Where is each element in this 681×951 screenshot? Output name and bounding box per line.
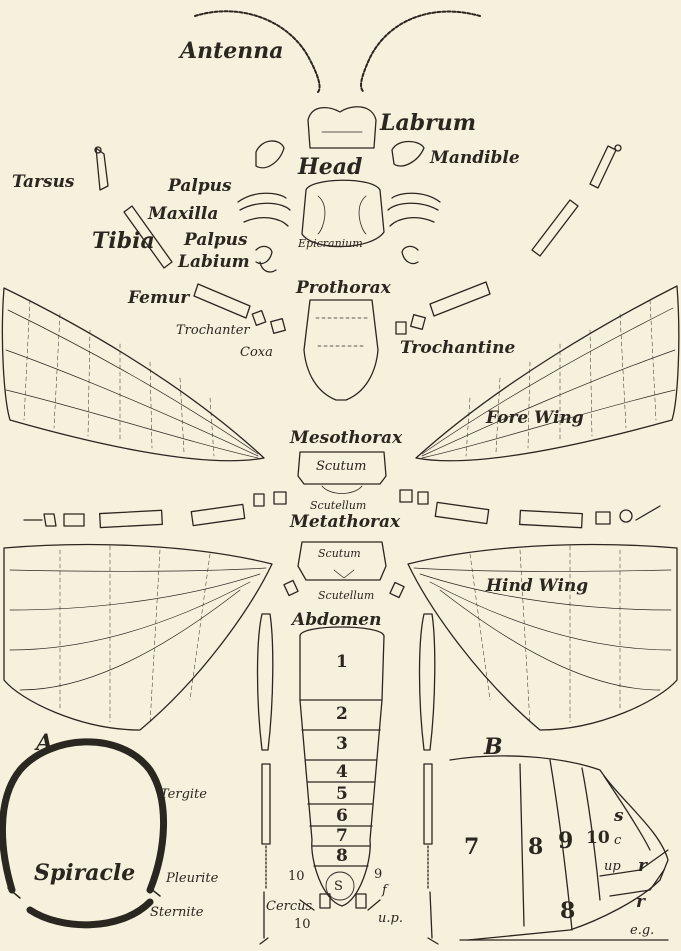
label-prothorax: Prothorax xyxy=(296,280,391,297)
label-up: u.p. xyxy=(378,912,403,925)
label-mesothorax: Mesothorax xyxy=(290,430,402,447)
fig-b-up: up xyxy=(604,860,621,873)
right-foreleg xyxy=(532,145,621,256)
label-maxilla: Maxilla xyxy=(148,206,218,223)
abdomen-segment-2: 2 xyxy=(336,706,348,723)
label-tergite: Tergite xyxy=(160,788,207,801)
label-spiracle: Spiracle xyxy=(34,862,135,884)
fig-b-seg9: 9 xyxy=(558,830,573,852)
label-scutellum-1: Scutellum xyxy=(310,500,366,511)
fig-b-r1: r xyxy=(638,858,647,875)
left-fore-wing xyxy=(2,288,264,461)
right-cercus xyxy=(356,894,366,908)
left-mandible-shape xyxy=(256,141,284,168)
label-labrum: Labrum xyxy=(380,112,476,134)
left-hind-wing xyxy=(4,545,272,730)
labrum-shape xyxy=(308,107,376,148)
abdomen-segment-9: 9 xyxy=(374,868,382,881)
fig-b-seg8: 8 xyxy=(528,836,543,858)
label-seg-s: S xyxy=(334,880,343,893)
abdomen-segment-10-bottom: 10 xyxy=(294,918,311,931)
label-pleurite: Pleurite xyxy=(166,872,218,885)
label-trochantine: Trochantine xyxy=(400,340,515,357)
right-leg-bases xyxy=(396,282,490,334)
label-head: Head xyxy=(298,156,362,178)
right-hind-wing xyxy=(408,545,677,730)
label-hind-wing: Hind Wing xyxy=(486,578,588,595)
right-mouthparts xyxy=(388,193,440,263)
label-tarsus: Tarsus xyxy=(12,174,75,191)
abdomen-segment-10-top: 10 xyxy=(288,870,305,883)
label-fig-b: B xyxy=(484,736,503,758)
right-hind-leg xyxy=(390,582,438,944)
abdomen-segment-3: 3 xyxy=(336,736,348,753)
label-scutum-2: Scutum xyxy=(318,548,361,559)
label-fig-a: A xyxy=(36,732,53,754)
label-scutum-1: Scutum xyxy=(316,460,366,473)
fig-b-r2: r xyxy=(636,894,645,911)
fig-b-lower8: 8 xyxy=(560,900,575,922)
fig-b-seg7: 7 xyxy=(464,836,479,858)
label-tibia: Tibia xyxy=(92,230,155,252)
label-epicranium: Epicranium xyxy=(298,238,363,249)
fig-b-eg: e.g. xyxy=(630,924,654,937)
label-trochanter: Trochanter xyxy=(176,324,250,337)
abdomen-segment-6: 6 xyxy=(336,808,348,825)
label-labium: Labium xyxy=(178,254,250,271)
fig-b-seg10: 10 xyxy=(586,830,610,847)
right-mandible-shape xyxy=(392,142,424,167)
label-mandible: Mandible xyxy=(430,150,520,167)
fig-b-s: s xyxy=(614,808,624,825)
fig-b-c: c xyxy=(614,834,621,847)
abdomen-segment-1: 1 xyxy=(336,654,348,671)
right-fore-wing xyxy=(416,286,679,461)
abdomen-segment-8: 8 xyxy=(336,848,348,865)
left-hind-leg xyxy=(258,580,299,944)
label-fore-wing: Fore Wing xyxy=(486,410,584,427)
label-palpus-1: Palpus xyxy=(168,178,232,195)
abdomen-segment-4: 4 xyxy=(336,764,348,781)
prothorax-shape xyxy=(304,300,378,400)
label-femur: Femur xyxy=(128,290,189,307)
label-sternite: Sternite xyxy=(150,906,204,919)
label-palpus-2: Palpus xyxy=(184,232,248,249)
label-antenna: Antenna xyxy=(180,40,283,62)
label-abdomen: Abdomen xyxy=(292,612,381,629)
label-metathorax: Metathorax xyxy=(290,514,400,531)
label-cercus: Cercus xyxy=(266,900,312,913)
abdomen-segment-5: 5 xyxy=(336,786,348,803)
label-f: f xyxy=(382,884,387,897)
abdomen-segment-7: 7 xyxy=(336,828,348,845)
label-scutellum-2: Scutellum xyxy=(318,590,374,601)
label-coxa: Coxa xyxy=(240,346,273,359)
fig-a-cross-section xyxy=(2,742,163,925)
